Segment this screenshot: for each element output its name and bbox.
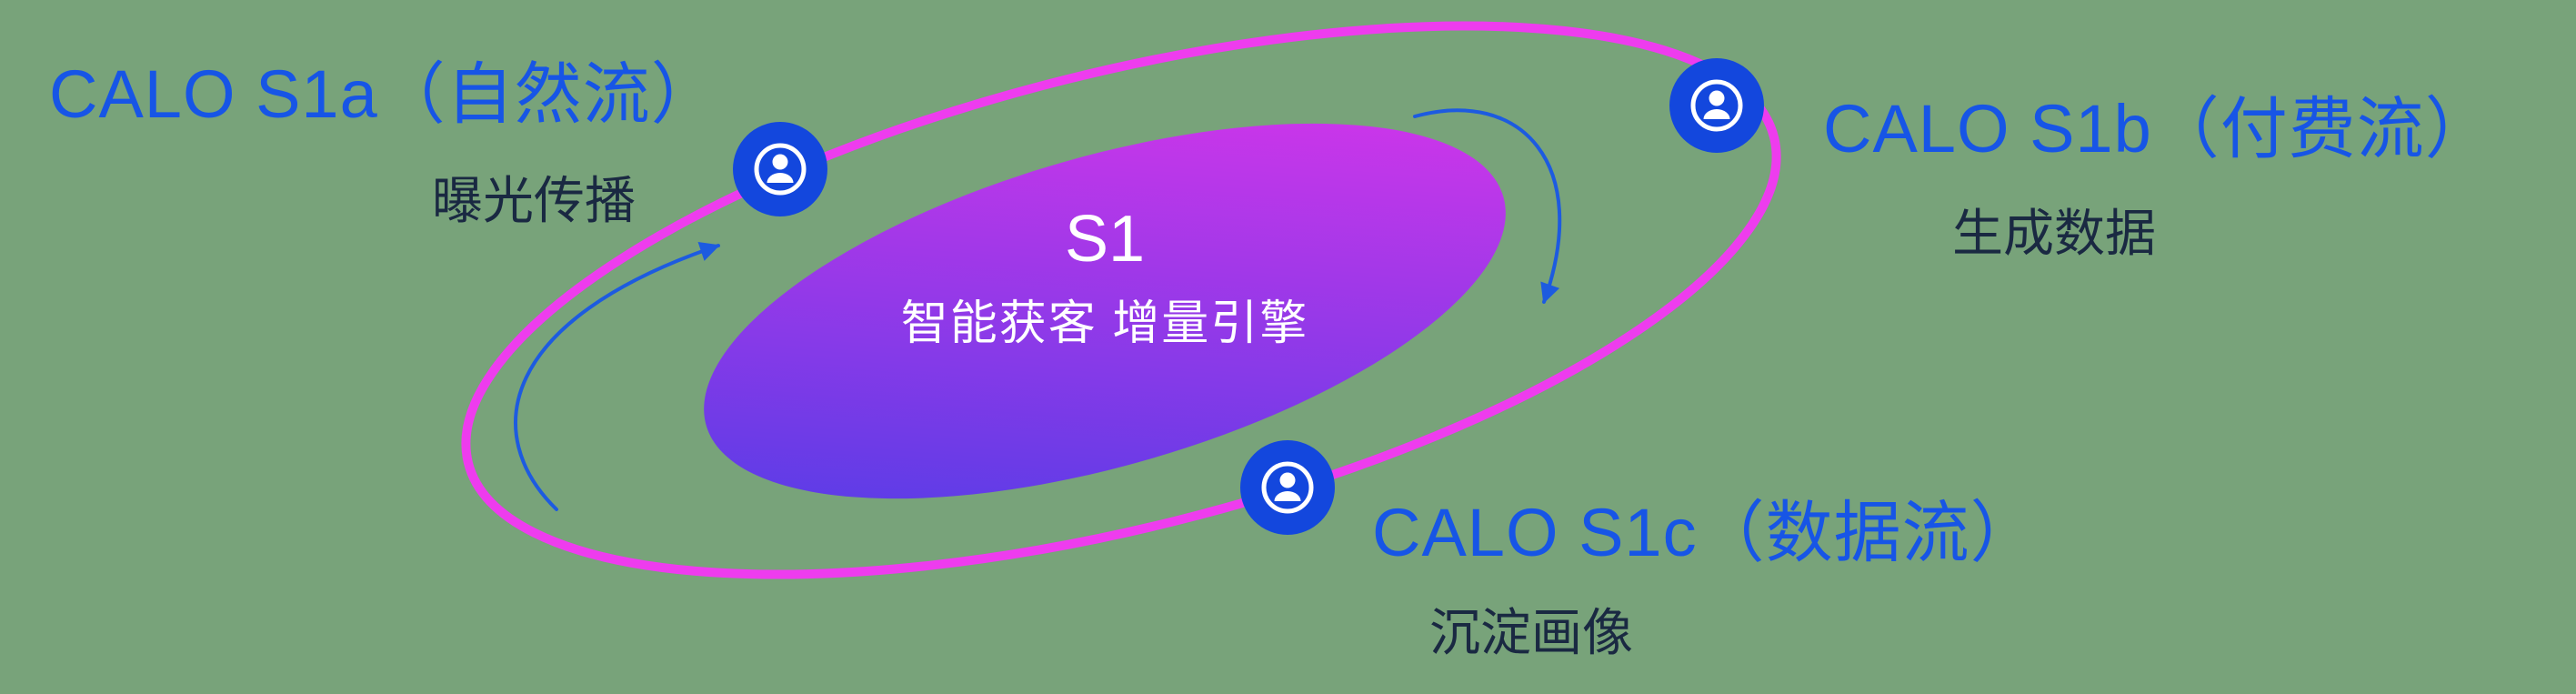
user-circle-icon [1690, 79, 1743, 132]
sublabel-s1b: 生成数据 [1952, 205, 2156, 262]
user-node-s1c [1240, 440, 1335, 535]
sublabel-s1a: 曝光传播 [432, 172, 636, 229]
flow-arrow-left [514, 242, 720, 511]
core-subtitle: 智能获客 增量引擎 [900, 297, 1309, 350]
user-node-s1b [1669, 58, 1764, 153]
core-title: S1 [1064, 203, 1146, 276]
core-label-group: S1 智能获客 增量引擎 [832, 202, 1378, 353]
user-circle-icon [1261, 461, 1314, 514]
label-s1a: CALO S1a（自然流） [49, 56, 719, 132]
orbit-ring [461, 21, 1781, 579]
user-circle-icon [754, 143, 807, 196]
sublabel-s1c: 沉淀画像 [1429, 604, 1633, 661]
label-s1b: CALO S1b（付费流） [1823, 91, 2493, 166]
label-s1c: CALO S1c（数据流） [1372, 495, 2039, 570]
core-ellipse [704, 123, 1506, 499]
flow-arrow-right [1413, 108, 1562, 304]
user-node-s1a [733, 122, 827, 216]
